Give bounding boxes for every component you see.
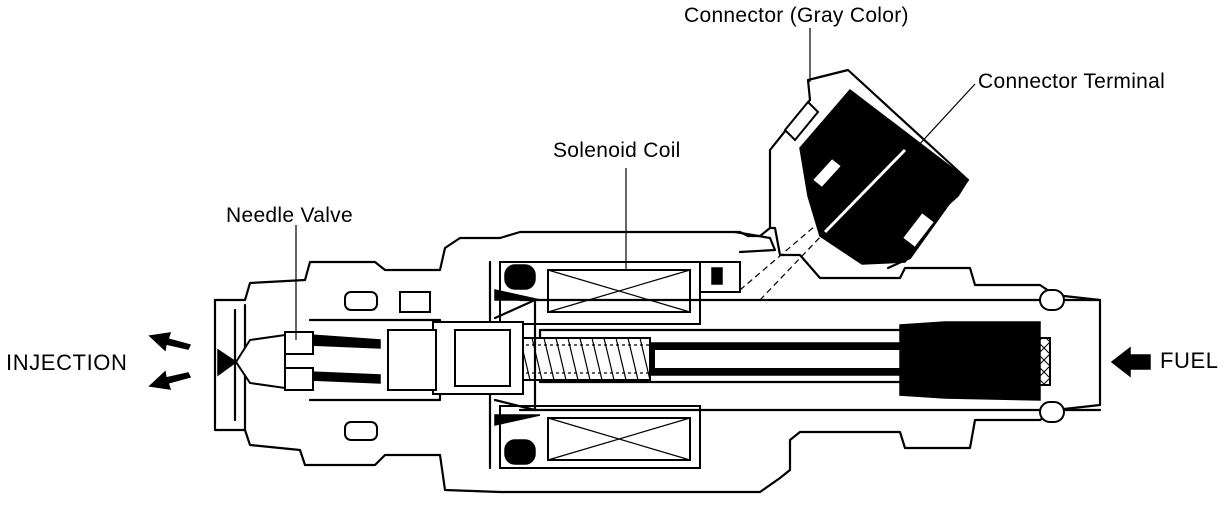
injection-label: INJECTION [6,350,128,375]
solenoid-coil-top [494,261,741,325]
fuel-label: FUEL [1160,348,1219,373]
fuel-filter [926,337,1051,386]
solenoid-coil-label: Solenoid Coil [553,139,681,162]
injection-arrows [148,332,192,390]
fuel-arrow-icon [1110,346,1151,378]
needle-valve-assembly [217,291,537,441]
connector-terminal-label: Connector Terminal [978,70,1166,93]
connector-block [733,88,969,301]
leader-lines [295,28,976,340]
needle-valve-label: Needle Valve [226,204,353,227]
solenoid-coil-bottom [494,405,701,469]
connector-label: Connector (Gray Color) [684,4,909,27]
core-sleeve [488,260,1102,470]
